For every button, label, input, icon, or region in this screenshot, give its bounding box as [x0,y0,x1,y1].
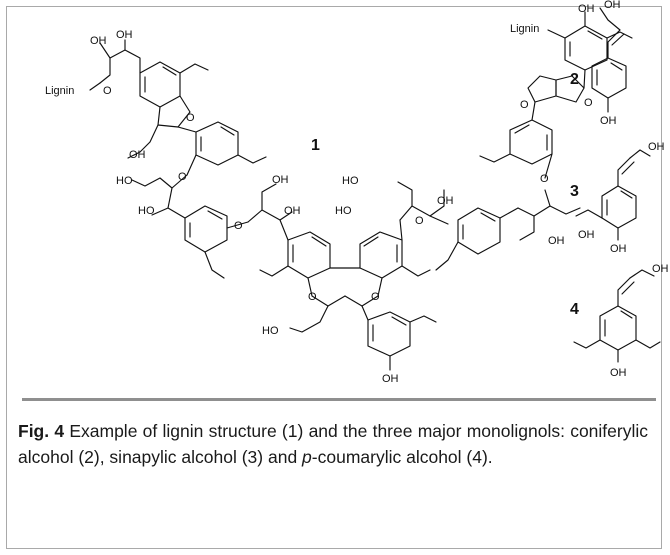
central-right-chain [397,181,449,241]
label-o: O [186,112,195,124]
label-o: O [178,171,187,183]
figure-caption: Fig. 4 Example of lignin structure (1) a… [18,418,648,470]
central-left-chain [247,183,293,241]
right-ring-b [479,119,553,179]
compound-number-1: 1 [311,137,320,154]
caption-italic: p [302,447,312,467]
label-o: O [103,85,112,97]
label-oh: OH [652,263,669,275]
central-dibenzodioxocin [259,231,431,333]
label-oh: OH [648,141,665,153]
label-ho: HO [342,175,359,187]
compound-number-3: 3 [570,183,579,200]
label-ho: HO [262,325,279,337]
compound-number-4: 4 [570,301,579,318]
compound-numbers: 1 2 3 4 [311,71,579,318]
label-oh: OH [548,235,565,247]
label-oh: OH [578,229,595,241]
label-o: O [415,215,424,227]
label-oh: OH [610,243,627,255]
caption-text-end: -coumarylic alcohol (4). [311,447,493,467]
label-oh: OH [272,174,289,186]
label-oh: OH [382,373,399,385]
left-ring-c [184,205,249,279]
lower-ring [367,311,437,371]
label-ho: HO [335,205,352,217]
figure-label: Fig. 4 [18,421,65,441]
label-oh: OH [600,115,617,127]
label-oh: OH [578,3,595,15]
label-oh: OH [610,367,627,379]
label-ho: HO [138,205,155,217]
caption-divider [22,398,656,401]
monolignol-3 [575,149,651,241]
left-glycerol-chain [131,174,188,219]
label-ho: HO [116,175,133,187]
right-glycerol-chain [517,189,581,241]
label-lignin: Lignin [510,23,539,35]
monolignol-2 [591,7,627,113]
caption-text: Example of lignin structure (1) and the … [18,421,649,467]
label-o: O [540,173,549,185]
label-oh: OH [129,149,146,161]
label-oh: OH [437,195,454,207]
right-ring-c [435,207,519,271]
left-upper-unit [89,39,209,159]
atom-labels: OH OH Lignin O O OH O HO HO O OH OH HO H… [45,0,669,385]
label-o: O [520,99,529,111]
chemical-structures-diagram: OH OH Lignin O O OH O HO HO O OH OH HO H… [45,0,669,385]
left-ring-b [186,121,267,176]
label-lignin: Lignin [45,85,74,97]
label-o: O [584,97,593,109]
label-oh: OH [284,205,301,217]
label-oh: OH [604,0,621,11]
label-o: O [308,291,317,303]
compound-number-2: 2 [570,71,579,88]
label-oh: OH [90,35,107,47]
right-furofuran-unit [527,11,633,121]
label-o: O [371,291,380,303]
label-o: O [234,220,243,232]
label-oh: OH [116,29,133,41]
monolignol-4 [573,269,661,363]
